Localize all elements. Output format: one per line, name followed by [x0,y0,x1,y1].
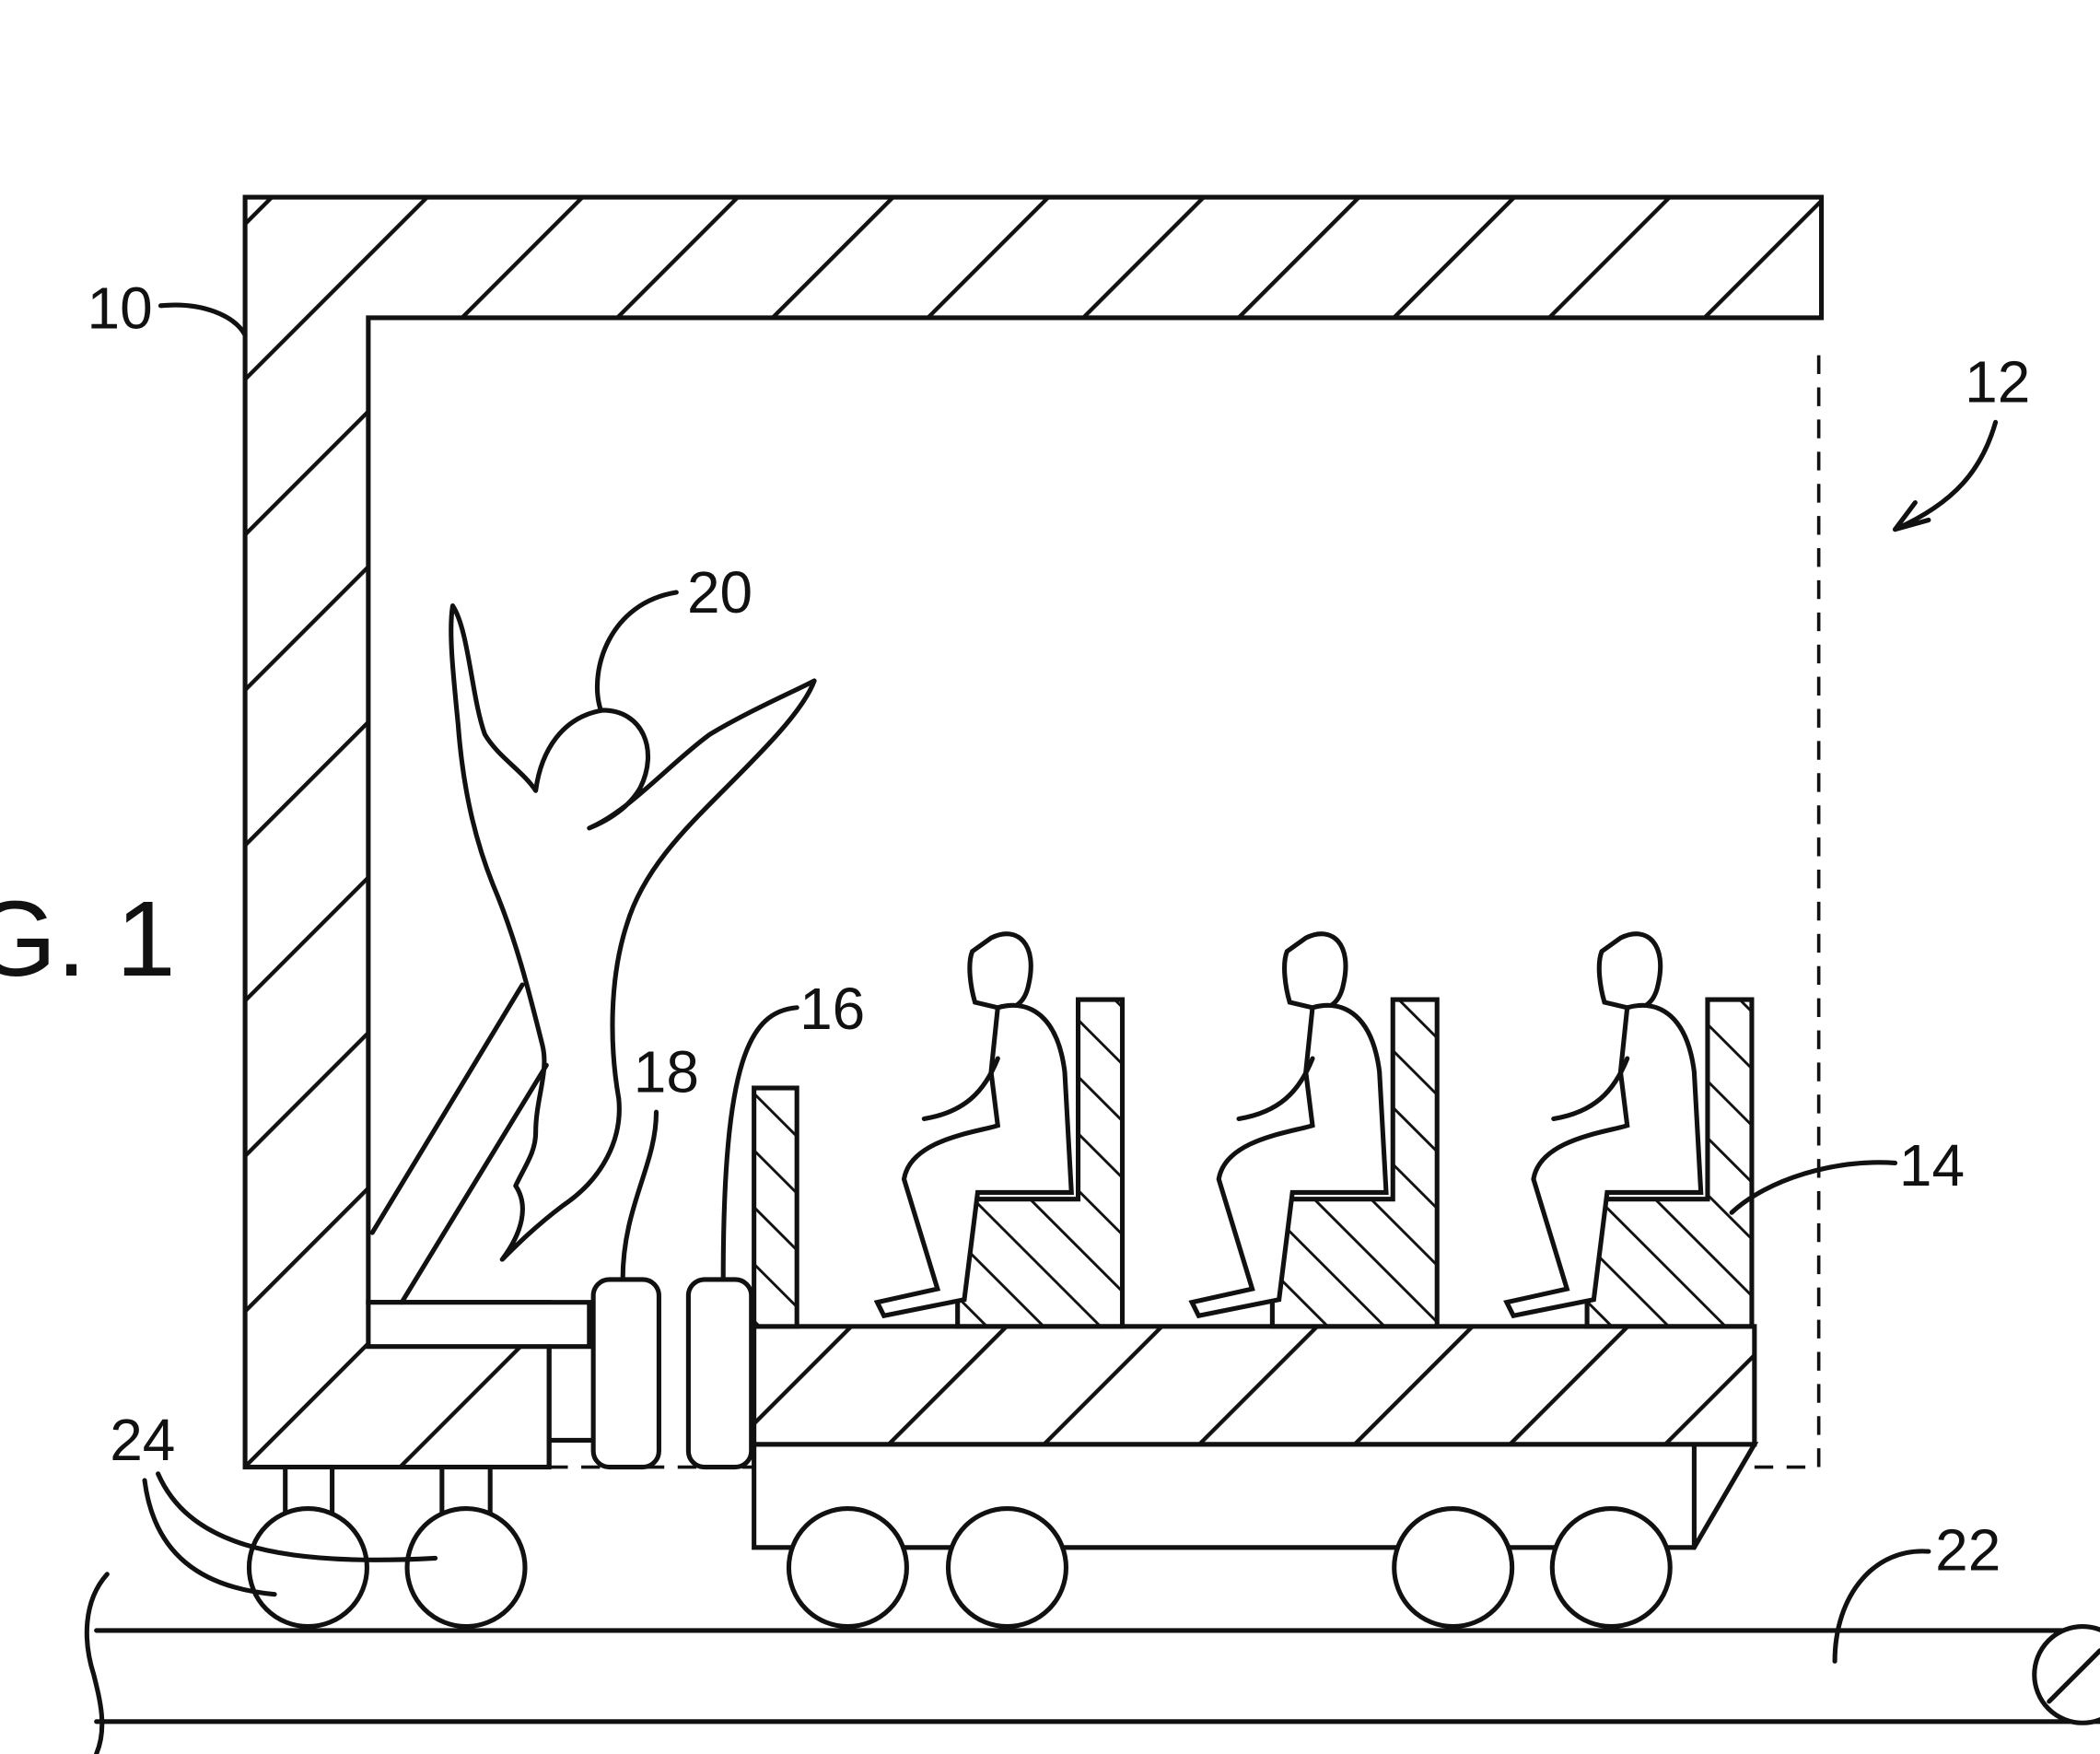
wheels [246,1464,1673,1630]
label-ride: 12 [1965,349,2030,415]
ride-envelope [1754,355,1821,1469]
wall-bumper [590,1277,661,1470]
vehicle-bumper [685,1277,754,1470]
label-performer: 20 [687,559,752,626]
label-track: 22 [1935,1516,2001,1583]
passenger [1503,931,1704,1319]
label-wheels: 24 [110,1407,175,1473]
passengers [873,931,1704,1319]
label-vehicle-bumper: 16 [799,976,865,1042]
passenger [1188,931,1389,1319]
label-wall-bumper: 18 [634,1038,699,1105]
moving-wall [242,194,1825,1470]
performer-figure [449,590,817,1262]
label-vehicle: 14 [1899,1132,1965,1199]
leader-lines [142,302,1999,1664]
passenger [873,931,1074,1319]
figure-title: G. 1 [0,879,176,999]
label-wall: 10 [88,275,153,342]
track [84,1572,2100,1754]
